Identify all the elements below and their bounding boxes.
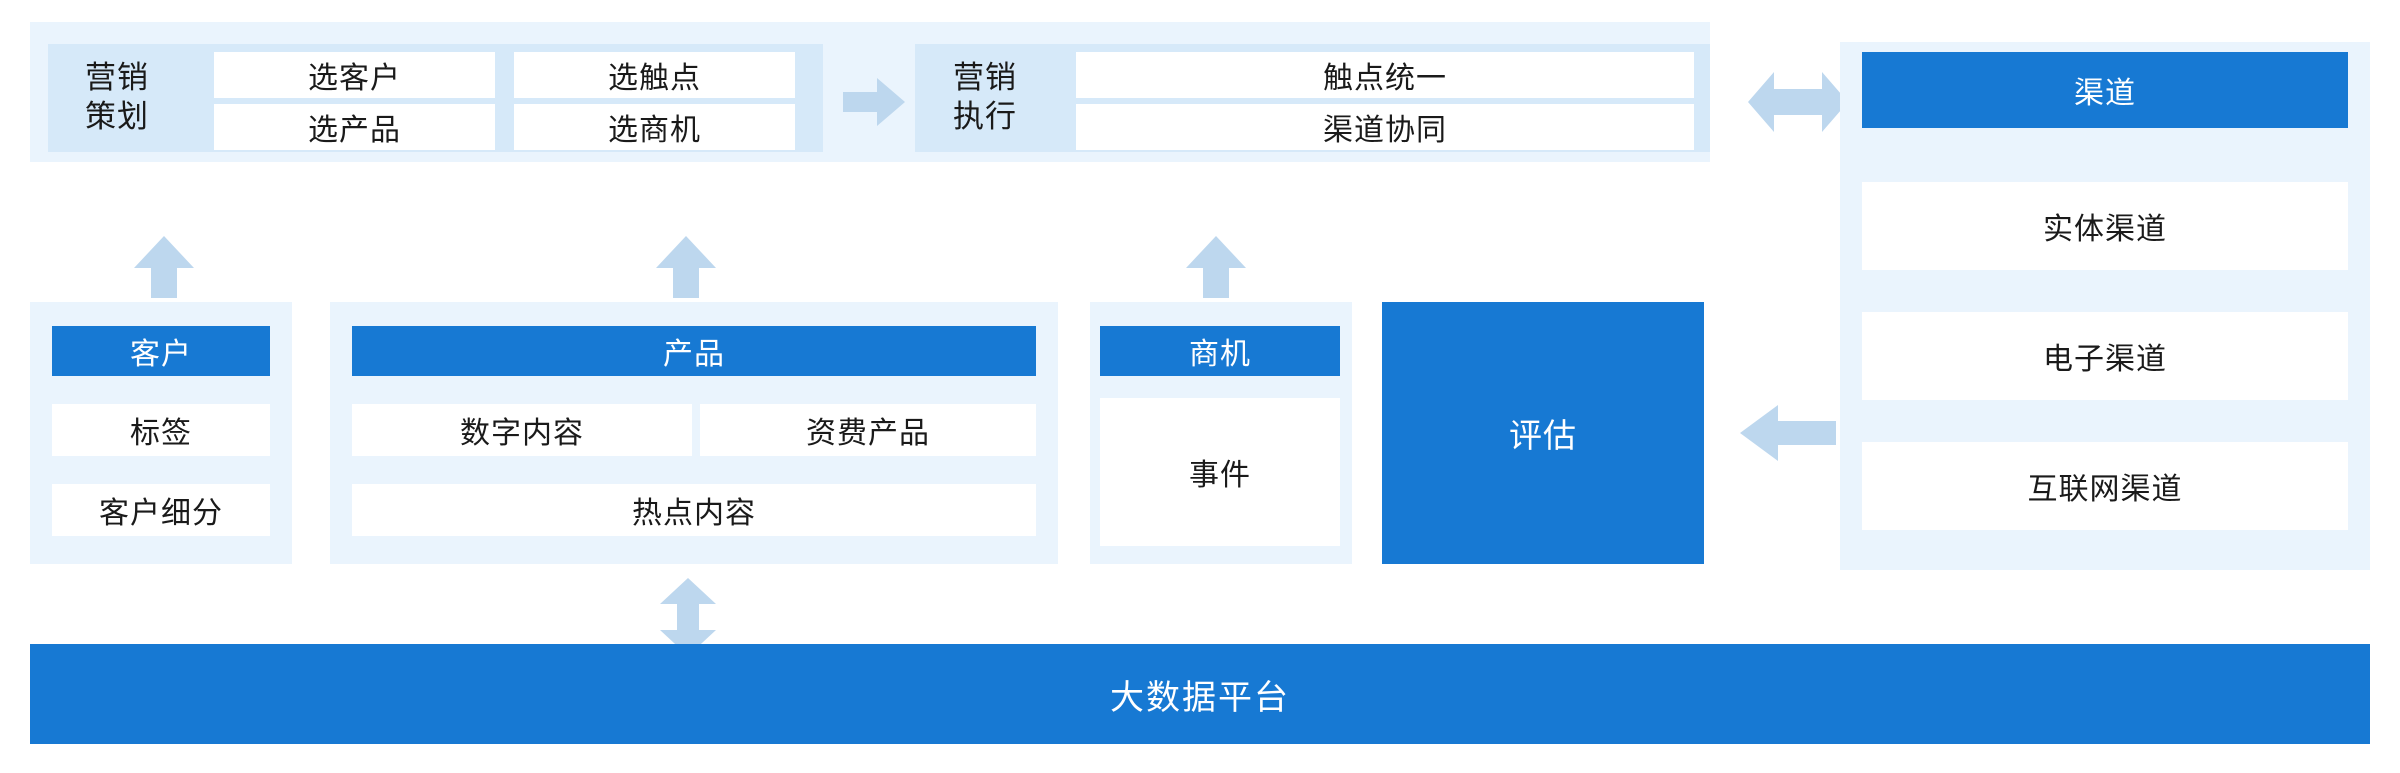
channel-column-header: 渠道	[1862, 52, 2348, 128]
marketing-planning-label-line1: 营销	[85, 60, 149, 96]
opportunity-item-event[interactable]: 事件	[1100, 398, 1340, 546]
marketing-planning-label-line2: 策划	[85, 99, 149, 134]
channel-item-internet[interactable]: 互联网渠道	[1862, 442, 2348, 530]
execution-item-touchpoint-unification[interactable]: 触点统一	[1076, 52, 1694, 98]
planning-item-select-customer[interactable]: 选客户	[214, 52, 495, 98]
marketing-planning-label: 营销 策划	[62, 48, 172, 148]
planning-item-select-product[interactable]: 选产品	[214, 104, 495, 150]
arrow-left-channel-to-evaluation	[1740, 405, 1836, 461]
customer-header: 客户	[52, 326, 270, 376]
customer-item-tags[interactable]: 标签	[52, 404, 270, 456]
customer-item-segmentation[interactable]: 客户细分	[52, 484, 270, 536]
marketing-execution-label: 营销 执行	[930, 48, 1040, 148]
product-header: 产品	[352, 326, 1036, 376]
product-item-hot-content[interactable]: 热点内容	[352, 484, 1036, 536]
product-item-digital-content[interactable]: 数字内容	[352, 404, 692, 456]
channel-item-electronic[interactable]: 电子渠道	[1862, 312, 2348, 400]
planning-item-select-touchpoint[interactable]: 选触点	[514, 52, 795, 98]
marketing-execution-label-line2: 执行	[953, 99, 1017, 134]
arrow-up-opportunity-to-execution	[1186, 236, 1246, 298]
channel-item-physical[interactable]: 实体渠道	[1862, 182, 2348, 270]
opportunity-header: 商机	[1100, 326, 1340, 376]
arrow-up-product-to-planning	[656, 236, 716, 298]
product-item-tariff-product[interactable]: 资费产品	[700, 404, 1036, 456]
arrow-up-customer-to-planning	[134, 236, 194, 298]
evaluation-block[interactable]: 评估	[1382, 302, 1704, 564]
planning-item-select-opportunity[interactable]: 选商机	[514, 104, 795, 150]
execution-item-channel-collaboration[interactable]: 渠道协同	[1076, 104, 1694, 150]
arrow-double-vertical-product-platform	[660, 578, 716, 656]
marketing-execution-label-line1: 营销	[953, 60, 1017, 96]
arrow-double-horizontal-execution-channel	[1748, 72, 1848, 132]
arrow-right-planning-to-execution	[843, 78, 905, 126]
big-data-platform-bar[interactable]: 大数据平台	[30, 644, 2370, 744]
